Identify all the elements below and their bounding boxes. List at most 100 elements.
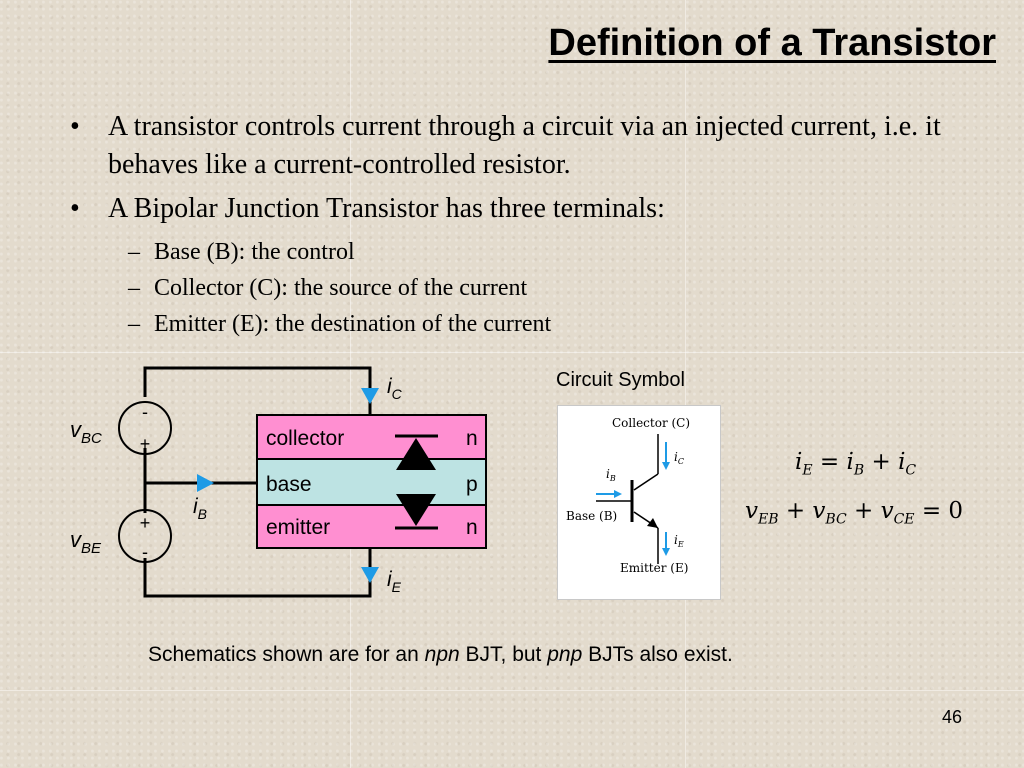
eq-sub: E	[802, 462, 813, 479]
base-region	[256, 458, 487, 506]
v-bc-label: vBC	[70, 417, 102, 447]
bullet-item: • A Bipolar Junction Transistor has thre…	[70, 190, 970, 228]
i-c-label: iC	[387, 375, 403, 402]
diode-triangle	[396, 494, 436, 526]
symbol-ie-sub: E	[677, 540, 684, 549]
sub-bullet-item: – Collector (C): the source of the curre…	[70, 270, 970, 306]
emitter-label: emitter	[266, 516, 330, 539]
note-text: BJT, but	[459, 643, 548, 666]
polarity-minus: -	[142, 402, 148, 422]
eq-sub: BC	[825, 511, 847, 528]
eq-op: =	[812, 449, 847, 475]
eq-sub: CE	[893, 511, 915, 528]
eq-term: v	[880, 498, 894, 524]
dash-glyph: –	[128, 311, 140, 337]
eq-tail: = 0	[914, 498, 964, 524]
bullet-list: • A transistor controls current through …	[70, 108, 970, 342]
eq-op: +	[864, 449, 899, 475]
eq-term: i	[795, 449, 803, 475]
voltage-equation: vEB + vBC + vCE = 0	[745, 498, 963, 528]
v-be-sub: BE	[81, 540, 102, 557]
v-bc-sub: BC	[81, 430, 102, 447]
bullet-item: • A transistor controls current through …	[70, 108, 970, 184]
voltage-source-be	[118, 509, 172, 563]
v-be-base: v	[70, 527, 83, 552]
collector-type: n	[466, 427, 478, 450]
eq-op: +	[778, 498, 813, 524]
symbol-ib-arrowhead	[614, 490, 622, 498]
base-type: p	[466, 473, 478, 496]
circuit-symbol-caption: Circuit Symbol	[556, 369, 685, 391]
eq-sub: B	[853, 462, 865, 479]
symbol-ic-label: iC	[674, 450, 684, 466]
background-grid	[685, 0, 686, 768]
bullet-glyph: •	[70, 193, 80, 224]
wire	[143, 366, 372, 415]
symbol-ie-arrowhead	[662, 548, 670, 556]
symbol-emitter-arrow	[647, 518, 658, 528]
symbol-collector-line	[633, 473, 659, 491]
bullet-text: A transistor controls current through a …	[108, 111, 941, 180]
page-number: 46	[941, 707, 962, 727]
symbol-ic-arrowhead	[662, 462, 670, 470]
background-grid	[0, 690, 1024, 691]
note-text: Schematics shown are for an	[148, 643, 425, 666]
i-e-label: iE	[387, 568, 402, 595]
footnote: Schematics shown are for an npn BJT, but…	[148, 643, 733, 667]
symbol-collector-label: Collector (C)	[612, 416, 690, 430]
eq-term: v	[745, 498, 758, 524]
bullet-glyph: •	[70, 111, 80, 142]
eq-term: i	[846, 449, 854, 475]
current-arrow-b	[197, 474, 214, 492]
background-grid	[350, 0, 351, 768]
i-b-sub: B	[198, 506, 207, 522]
sub-bullet-text: Base (B): the control	[154, 239, 355, 265]
page-title: Definition of a Transistor	[548, 22, 996, 64]
polarity-plus: +	[140, 434, 151, 454]
note-emphasis: npn	[424, 643, 460, 666]
symbol-ib-label: iB	[606, 467, 616, 483]
sub-bullet-item: – Base (B): the control	[70, 234, 970, 270]
note-text: BJTs also exist.	[582, 643, 733, 666]
polarity-minus: -	[142, 542, 148, 562]
i-c-sub: C	[392, 386, 403, 402]
base-label: base	[266, 473, 312, 496]
eq-sub: EB	[758, 511, 779, 528]
symbol-emitter-label: Emitter (E)	[620, 561, 688, 575]
bjt-npn-symbol: Collector (C) Base (B) Emitter (E) iC iB…	[566, 416, 690, 575]
symbol-ib-sub: B	[609, 474, 616, 483]
eq-term: i	[898, 449, 906, 475]
i-e-sub: E	[392, 579, 402, 595]
dash-glyph: –	[128, 275, 140, 301]
note-emphasis: pnp	[547, 643, 583, 666]
diode-triangle	[396, 438, 436, 470]
sub-bullet-text: Emitter (E): the destination of the curr…	[154, 311, 552, 337]
v-bc-base: v	[70, 417, 83, 442]
i-e-base: i	[387, 568, 393, 591]
symbol-ie-label: iE	[674, 533, 684, 549]
current-arrow-e	[361, 567, 379, 583]
symbol-ic-sub: C	[678, 457, 684, 466]
i-b-base: i	[193, 495, 199, 518]
eq-term: v	[812, 498, 826, 524]
polarity-plus: +	[140, 513, 151, 533]
v-be-label: vBE	[70, 527, 102, 557]
circuit-symbol-image: Collector (C) Base (B) Emitter (E) iC iB…	[557, 405, 721, 600]
symbol-base-label: Base (B)	[566, 509, 617, 523]
emitter-region	[256, 504, 487, 549]
sub-bullet-text: Collector (C): the source of the current	[154, 275, 528, 301]
emitter-type: n	[466, 516, 478, 539]
voltage-source-bc	[118, 401, 172, 455]
current-arrow-c	[361, 388, 379, 404]
eq-op: +	[846, 498, 881, 524]
bullet-text: A Bipolar Junction Transistor has three …	[108, 193, 665, 224]
current-equation: iE = iB + iC	[795, 449, 916, 479]
sub-bullet-item: – Emitter (E): the destination of the cu…	[70, 306, 970, 342]
i-b-label: iB	[193, 495, 207, 522]
wire	[143, 548, 372, 598]
bjt-schematic: collector base emitter n p n - + + - vBC…	[70, 366, 487, 598]
i-c-base: i	[387, 375, 393, 398]
eq-sub: C	[905, 462, 917, 479]
dash-glyph: –	[128, 239, 140, 265]
collector-region	[256, 414, 487, 460]
